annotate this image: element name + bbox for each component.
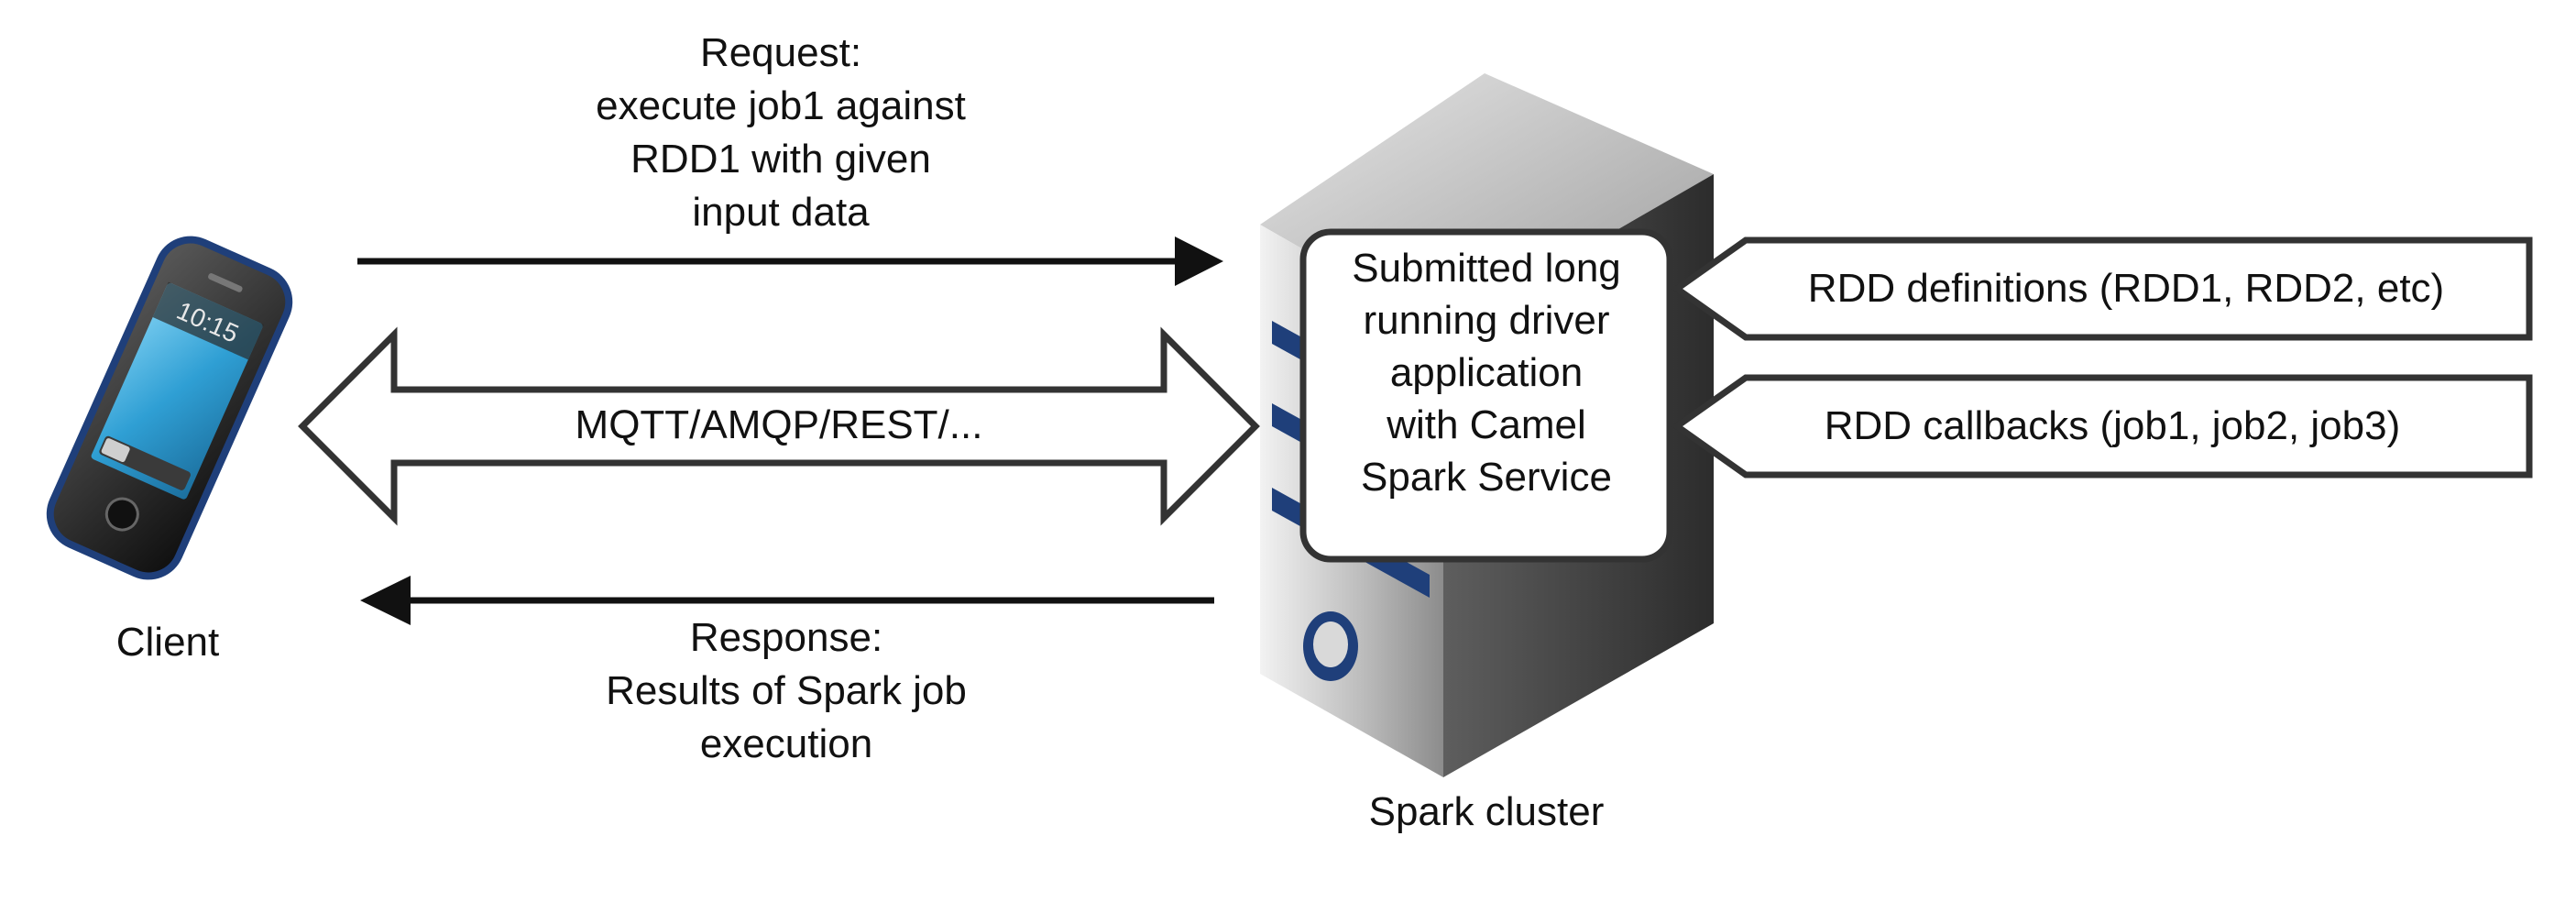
- request-label-line-2: execute job1 against: [596, 83, 966, 128]
- client-phone-icon: 10:15: [46, 236, 293, 580]
- client-label: Client: [116, 620, 220, 665]
- protocol-label: MQTT/AMQP/REST/...: [575, 402, 983, 447]
- response-label-line-3: execution: [700, 721, 872, 766]
- driver-application-box: [1299, 228, 1673, 563]
- response-label-line-1: Response:: [690, 615, 882, 660]
- driver-line-3: application: [1390, 350, 1583, 395]
- server-label: Spark cluster: [1369, 789, 1605, 834]
- phone-status-bar: [152, 281, 264, 360]
- driver-line-1: Submitted long: [1352, 246, 1621, 291]
- request-label-line-4: input data: [692, 190, 870, 235]
- phone-speaker: [208, 273, 243, 292]
- request-label: Request: execute job1 against RDD1 with …: [596, 30, 966, 235]
- response-arrow: [360, 576, 1214, 625]
- request-label-line-3: RDD1 with given: [630, 137, 931, 182]
- driver-line-2: running driver: [1363, 298, 1609, 343]
- callout-rdd-definitions-text: RDD definitions (RDD1, RDD2, etc): [1808, 266, 2444, 311]
- phone-slider-knob: [101, 438, 130, 463]
- response-label-line-2: Results of Spark job: [606, 668, 967, 713]
- callout-rdd-definitions: RDD definitions (RDD1, RDD2, etc): [1671, 236, 2533, 341]
- phone-home-button: [104, 497, 139, 532]
- callout-rdd-callbacks: RDD callbacks (job1, job2, job3): [1671, 374, 2533, 478]
- response-label: Response: Results of Spark job execution: [606, 615, 967, 766]
- callout-rdd-callbacks-text: RDD callbacks (job1, job2, job3): [1825, 403, 2401, 448]
- driver-application-text: Submitted long running driver applicatio…: [1352, 246, 1621, 500]
- request-label-line-1: Request:: [700, 30, 861, 75]
- protocol-double-arrow: [298, 326, 1260, 526]
- driver-line-5: Spark Service: [1361, 455, 1612, 500]
- driver-line-4: with Camel: [1386, 402, 1586, 447]
- server-power-button-inner: [1313, 622, 1348, 667]
- request-arrow: [357, 236, 1223, 286]
